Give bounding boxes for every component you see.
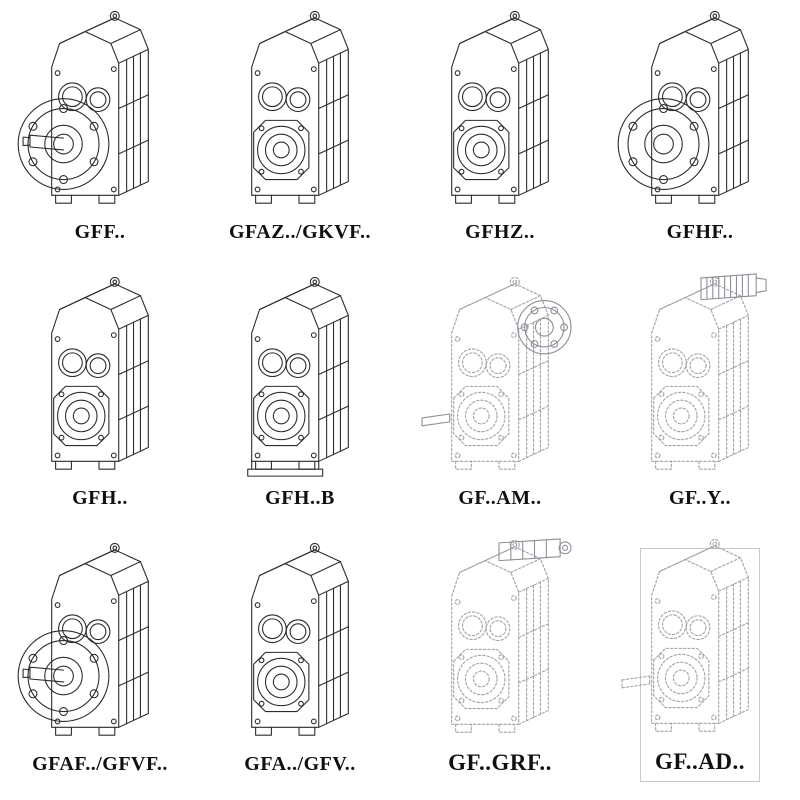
catalog-cell-gf-y: GF..Y.. (640, 273, 767, 516)
catalog-cell-gfh: GFH.. (40, 276, 160, 516)
model-label: GF..AD.. (654, 749, 746, 774)
gfhz-gearbox-drawing (408, 6, 592, 218)
gfh-b-gearbox-drawing (208, 272, 392, 484)
catalog-cell-gf-ad: GF..AD.. (621, 538, 760, 782)
catalog-cell-gf-grf: GF..GRF.. (440, 538, 572, 782)
gfhf-gearbox-drawing (608, 6, 792, 218)
gfh-gearbox-drawing (8, 272, 192, 484)
catalog-cell-gfhf: GFHF.. (617, 10, 760, 250)
model-label: GFAF../GFVF.. (32, 753, 168, 775)
catalog-cell-gfa-gfv: GFA../GFV.. (240, 542, 360, 782)
catalog-cell-gfhz: GFHZ.. (440, 10, 560, 250)
gf-ad-gearbox-drawing (608, 534, 792, 746)
model-label: GF..AM.. (458, 487, 542, 509)
gfa-gearbox-drawing (208, 538, 392, 750)
model-label: GFH.. (72, 487, 128, 509)
model-label: GFHF.. (666, 221, 734, 243)
gf-y-gearbox-drawing (608, 272, 792, 484)
gfaz-gearbox-drawing (208, 6, 392, 218)
model-label: GF..GRF.. (448, 750, 552, 775)
model-label: GFHZ.. (465, 221, 535, 243)
model-label: GFAZ../GKVF.. (228, 221, 372, 243)
catalog-cell-gfaf-gfvf: GFAF../GFVF.. (17, 542, 167, 782)
catalog-cell-gfh-b: GFH..B (240, 276, 360, 516)
gfaf-gearbox-drawing (8, 538, 192, 750)
catalog-cell-gfaz-gkvf: GFAZ../GKVF.. (229, 10, 371, 250)
catalog-cell-gff: GFF.. (17, 10, 160, 250)
model-label: GFF.. (74, 221, 126, 243)
gff-gearbox-drawing (8, 6, 192, 218)
gf-grf-gearbox-drawing (408, 535, 592, 747)
model-label: GFA../GFV.. (244, 753, 356, 775)
model-label: GF..Y.. (668, 487, 732, 509)
catalog-cell-gf-am: GF..AM.. (421, 276, 572, 516)
gf-am-gearbox-drawing (408, 272, 592, 484)
model-label: GFH..B (265, 487, 335, 509)
